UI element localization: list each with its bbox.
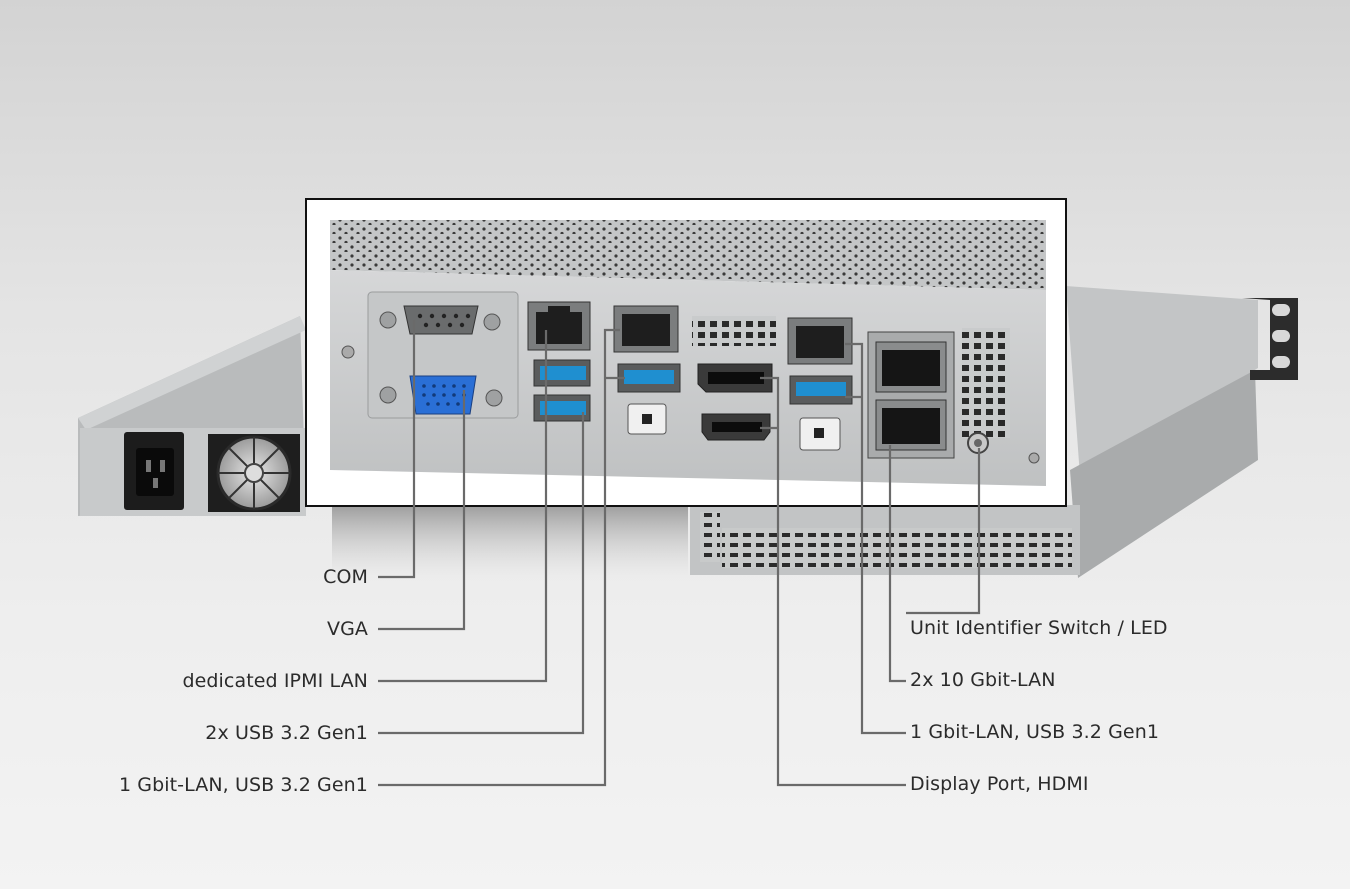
gbit-lan-usb-right [787, 317, 853, 451]
ten-gbit-lan-ports [867, 331, 955, 459]
leader-com [378, 320, 416, 579]
psu-fan [208, 434, 300, 512]
leader-lanusb-left [378, 328, 620, 787]
server-chassis [78, 286, 1298, 578]
label-uid-switch: Unit Identifier Switch / LED [910, 617, 1168, 639]
usb-3-2-dual-ports [533, 359, 591, 422]
label-ten-gbit-lan: 2x 10 Gbit-LAN [910, 669, 1056, 691]
leader-usb2x [378, 412, 585, 735]
label-ipmi-lan: dedicated IPMI LAN [182, 670, 368, 692]
leader-uid [906, 448, 981, 615]
leader-tengbe [888, 445, 906, 683]
label-dp-hdmi: Display Port, HDMI [910, 773, 1089, 795]
label-usb-dual: 2x USB 3.2 Gen1 [205, 722, 368, 744]
ipmi-lan-port [527, 301, 591, 351]
leader-dphdmi [760, 376, 906, 787]
power-inlet [124, 432, 184, 510]
label-lan-usb-right: 1 Gbit-LAN, USB 3.2 Gen1 [910, 721, 1160, 743]
gbit-lan-usb-left [613, 305, 681, 435]
io-panel-zoom-inset [305, 198, 1067, 507]
leader-ipmi [378, 330, 548, 683]
uid-switch-led [967, 432, 989, 454]
label-vga: VGA [326, 618, 368, 640]
displayport-hdmi [697, 363, 773, 441]
leader-lines [378, 320, 981, 787]
rack-mounting-ear [1242, 298, 1298, 380]
leader-lanusb-right [845, 342, 906, 735]
vga-port [379, 375, 503, 415]
label-lan-usb-left: 1 Gbit-LAN, USB 3.2 Gen1 [118, 774, 368, 796]
com-port [379, 305, 501, 335]
leader-vga [378, 390, 466, 631]
label-com: COM [323, 566, 368, 588]
